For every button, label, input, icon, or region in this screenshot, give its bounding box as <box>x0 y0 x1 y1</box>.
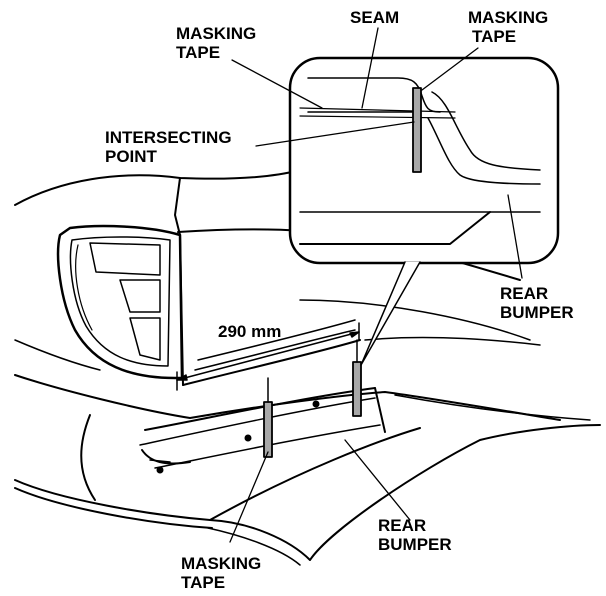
label-seam: SEAM <box>350 8 400 27</box>
label-rear-bumper-right: REAR BUMPER <box>500 284 574 322</box>
tail-lamp <box>56 224 184 380</box>
label-masking-tape-bottom: MASKING TAPE <box>181 554 262 592</box>
label-dimension: 290 mm <box>218 322 282 341</box>
label-masking-tape-top-right: MASKING TAPE <box>468 8 549 46</box>
label-rear-bumper-bottom: REAR BUMPER <box>378 516 452 554</box>
dimension-290mm <box>176 322 360 403</box>
label-intersecting-point: INTERSECTING POINT <box>105 128 232 166</box>
leader-lines <box>229 27 523 543</box>
label-masking-tape-top-left: MASKING TAPE <box>176 24 257 62</box>
masking-tape-right <box>352 361 362 417</box>
rear-bumper <box>14 374 601 566</box>
detail-inset <box>288 56 560 265</box>
masking-tape-left <box>263 401 273 458</box>
zoom-pointer <box>360 261 421 366</box>
